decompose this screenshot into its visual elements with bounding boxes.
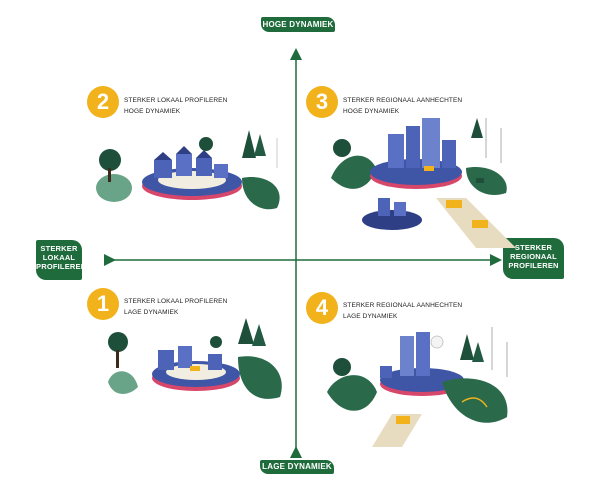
quadrant-4-subtitle: LAGE DYNAMIEK xyxy=(343,313,398,320)
axis-right-line-2: REGIONAAL xyxy=(510,252,557,261)
axis-right-line-3: PROFILEREN xyxy=(508,261,559,270)
quadrant-2-title: STERKER LOKAAL PROFILEREN xyxy=(124,97,228,104)
quadrant-3-caption: STERKER REGIONAAL AANHECHTEN HOGE DYNAMI… xyxy=(343,95,462,117)
quadrant-2-illustration xyxy=(96,130,280,210)
quadrant-3-title: STERKER REGIONAAL AANHECHTEN xyxy=(343,97,463,104)
axis-left-line-3: PROFILEREN xyxy=(36,262,87,271)
quadrant-2-caption: STERKER LOKAAL PROFILEREN HOGE DYNAMIEK xyxy=(124,95,227,117)
quadrant-1-subtitle: LAGE DYNAMIEK xyxy=(124,309,179,316)
quadrant-4-caption: STERKER REGIONAAL AANHECHTEN LAGE DYNAMI… xyxy=(343,300,462,322)
quadrant-1-title: STERKER LOKAAL PROFILEREN xyxy=(124,298,228,305)
axis-label-top: HOGE DYNAMIEK xyxy=(261,17,335,32)
axis-label-bottom: LAGE DYNAMIEK xyxy=(260,460,334,474)
quadrant-2-subtitle: HOGE DYNAMIEK xyxy=(124,108,181,115)
quadrant-1-badge: 1 xyxy=(87,288,119,320)
quadrant-4-title: STERKER REGIONAAL AANHECHTEN xyxy=(343,302,463,309)
axis-left-line-1: STERKER xyxy=(40,244,78,253)
quadrant-1-illustration xyxy=(108,318,282,399)
axis-right-line-1: STERKER xyxy=(514,243,553,252)
axis-label-right: STERKER REGIONAAL PROFILEREN xyxy=(503,238,564,279)
quadrant-2-badge: 2 xyxy=(87,86,119,118)
quadrant-4-badge: 4 xyxy=(306,292,338,324)
quadrant-1-caption: STERKER LOKAAL PROFILEREN LAGE DYNAMIEK xyxy=(124,296,227,318)
quadrant-3-badge: 3 xyxy=(306,86,338,118)
axis-left-line-2: LOKAAL xyxy=(42,253,76,262)
quadrant-4-illustration xyxy=(327,327,508,447)
quadrant-3-illustration xyxy=(331,118,516,248)
quadrant-3-subtitle: HOGE DYNAMIEK xyxy=(343,108,400,115)
axis-label-left: STERKER LOKAAL PROFILEREN xyxy=(36,240,87,280)
